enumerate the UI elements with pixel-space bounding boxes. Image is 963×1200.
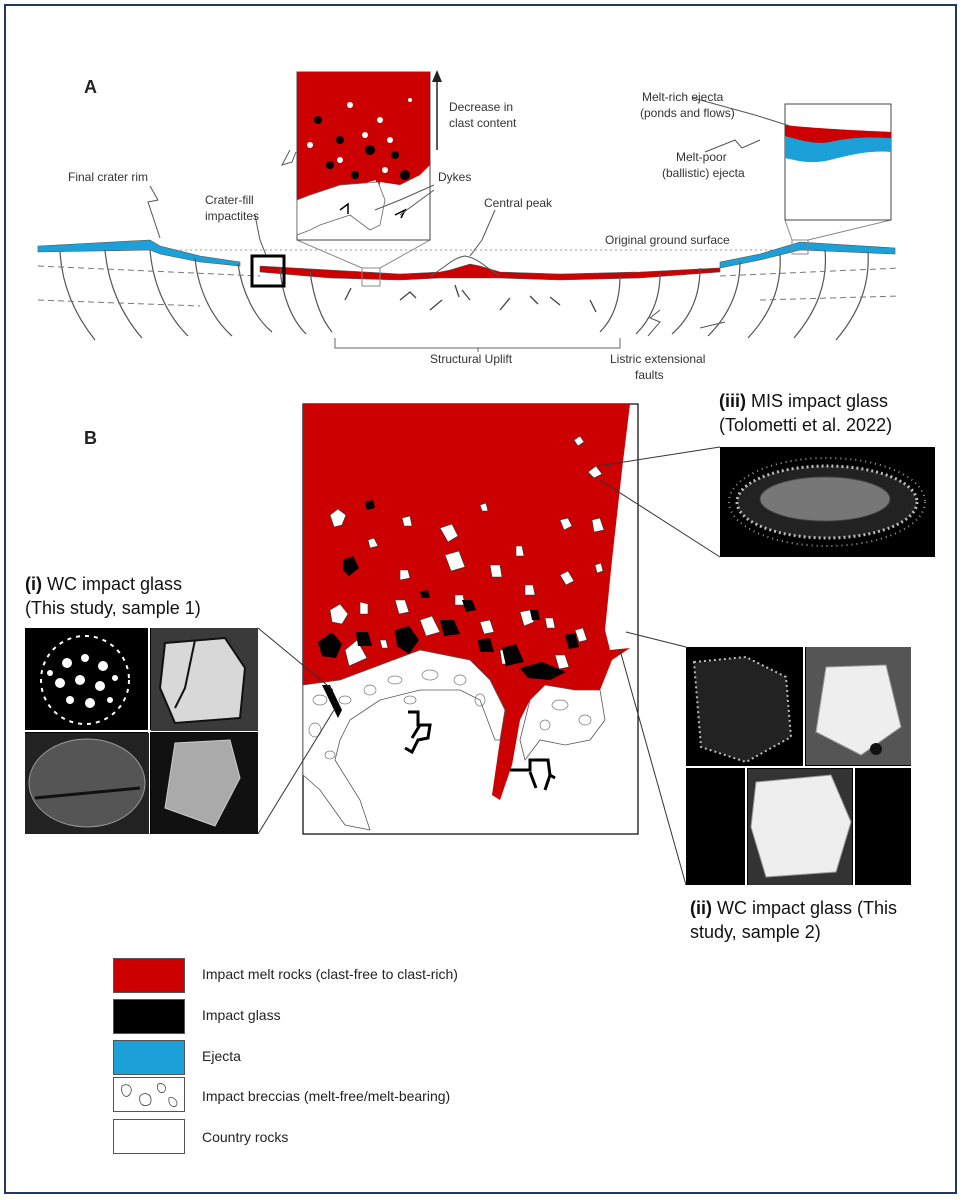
label-i-line2: (This study, sample 1) [25,598,201,618]
legend-swatch-glass [113,999,185,1034]
legend-label-breccia: Impact breccias (melt-free/melt-bearing) [202,1088,451,1104]
label-listric-1: Listric extensional [610,352,706,366]
bedding-lines [37,265,901,307]
label-iii-line2: (Tolometti et al. 2022) [719,415,893,435]
highlight-box [250,254,286,288]
melt-clasts-white [329,435,605,670]
glass-dykes [404,710,556,791]
label-melt-poor-2: (ballistic) ejecta [662,166,745,180]
figure-frame [4,4,957,1194]
ejecta-right [719,241,896,269]
connector-lines [257,446,721,886]
label-melt-rich-2: (ponds and flows) [640,106,735,120]
label-ii-line1: (ii) WC impact glass (This [690,898,898,918]
legend-swatch-ejecta [113,1040,185,1075]
label-decrease-2: clast content [449,116,517,130]
panel-b-letter: B [84,428,97,448]
label-dykes: Dykes [438,170,472,184]
label-melt-poor-1: Melt-poor [676,150,727,164]
label-i-line1: (i) WC impact glass [25,574,183,594]
label-crater-fill-1: Crater-fill [205,193,254,207]
label-listric-2: faults [635,368,664,382]
uplift-deformation [344,284,597,313]
legend-swatch-breccia [113,1077,185,1112]
legend-label-glass: Impact glass [202,1007,281,1023]
micrograph-iii [720,447,935,557]
melt-sheet [259,263,721,281]
label-iii-line1: (iii) MIS impact glass [719,391,889,411]
micrograph-ii [686,647,911,885]
panel-b-breccia [302,649,506,831]
label-ii-line2: study, sample 2) [690,922,821,942]
label-melt-rich-1: Melt-rich ejecta [642,90,724,104]
panel-a-letter: A [84,77,97,97]
inset-ejecta [784,103,892,221]
label-final-rim: Final crater rim [68,170,149,184]
label-central-peak: Central peak [484,196,553,210]
legend-label-melt: Impact melt rocks (clast-free to clast-r… [202,966,458,982]
legend-label-country: Country rocks [202,1129,289,1145]
legend-label-ejecta: Ejecta [202,1048,241,1064]
label-crater-fill-2: impactites [205,209,260,223]
legend-swatch-country [113,1119,185,1154]
legend-swatch-melt [113,958,185,993]
label-structural-uplift: Structural Uplift [430,352,513,366]
ejecta-left [37,239,241,267]
micrograph-i [25,628,258,834]
label-decrease-1: Decrease in [449,100,514,114]
inset-crater-fill [296,71,431,241]
breccia-clasts [308,669,592,760]
melt-clasts-black [318,500,579,680]
label-original-ground: Original ground surface [605,233,730,247]
central-peak [429,255,501,277]
faults-left [59,249,333,341]
